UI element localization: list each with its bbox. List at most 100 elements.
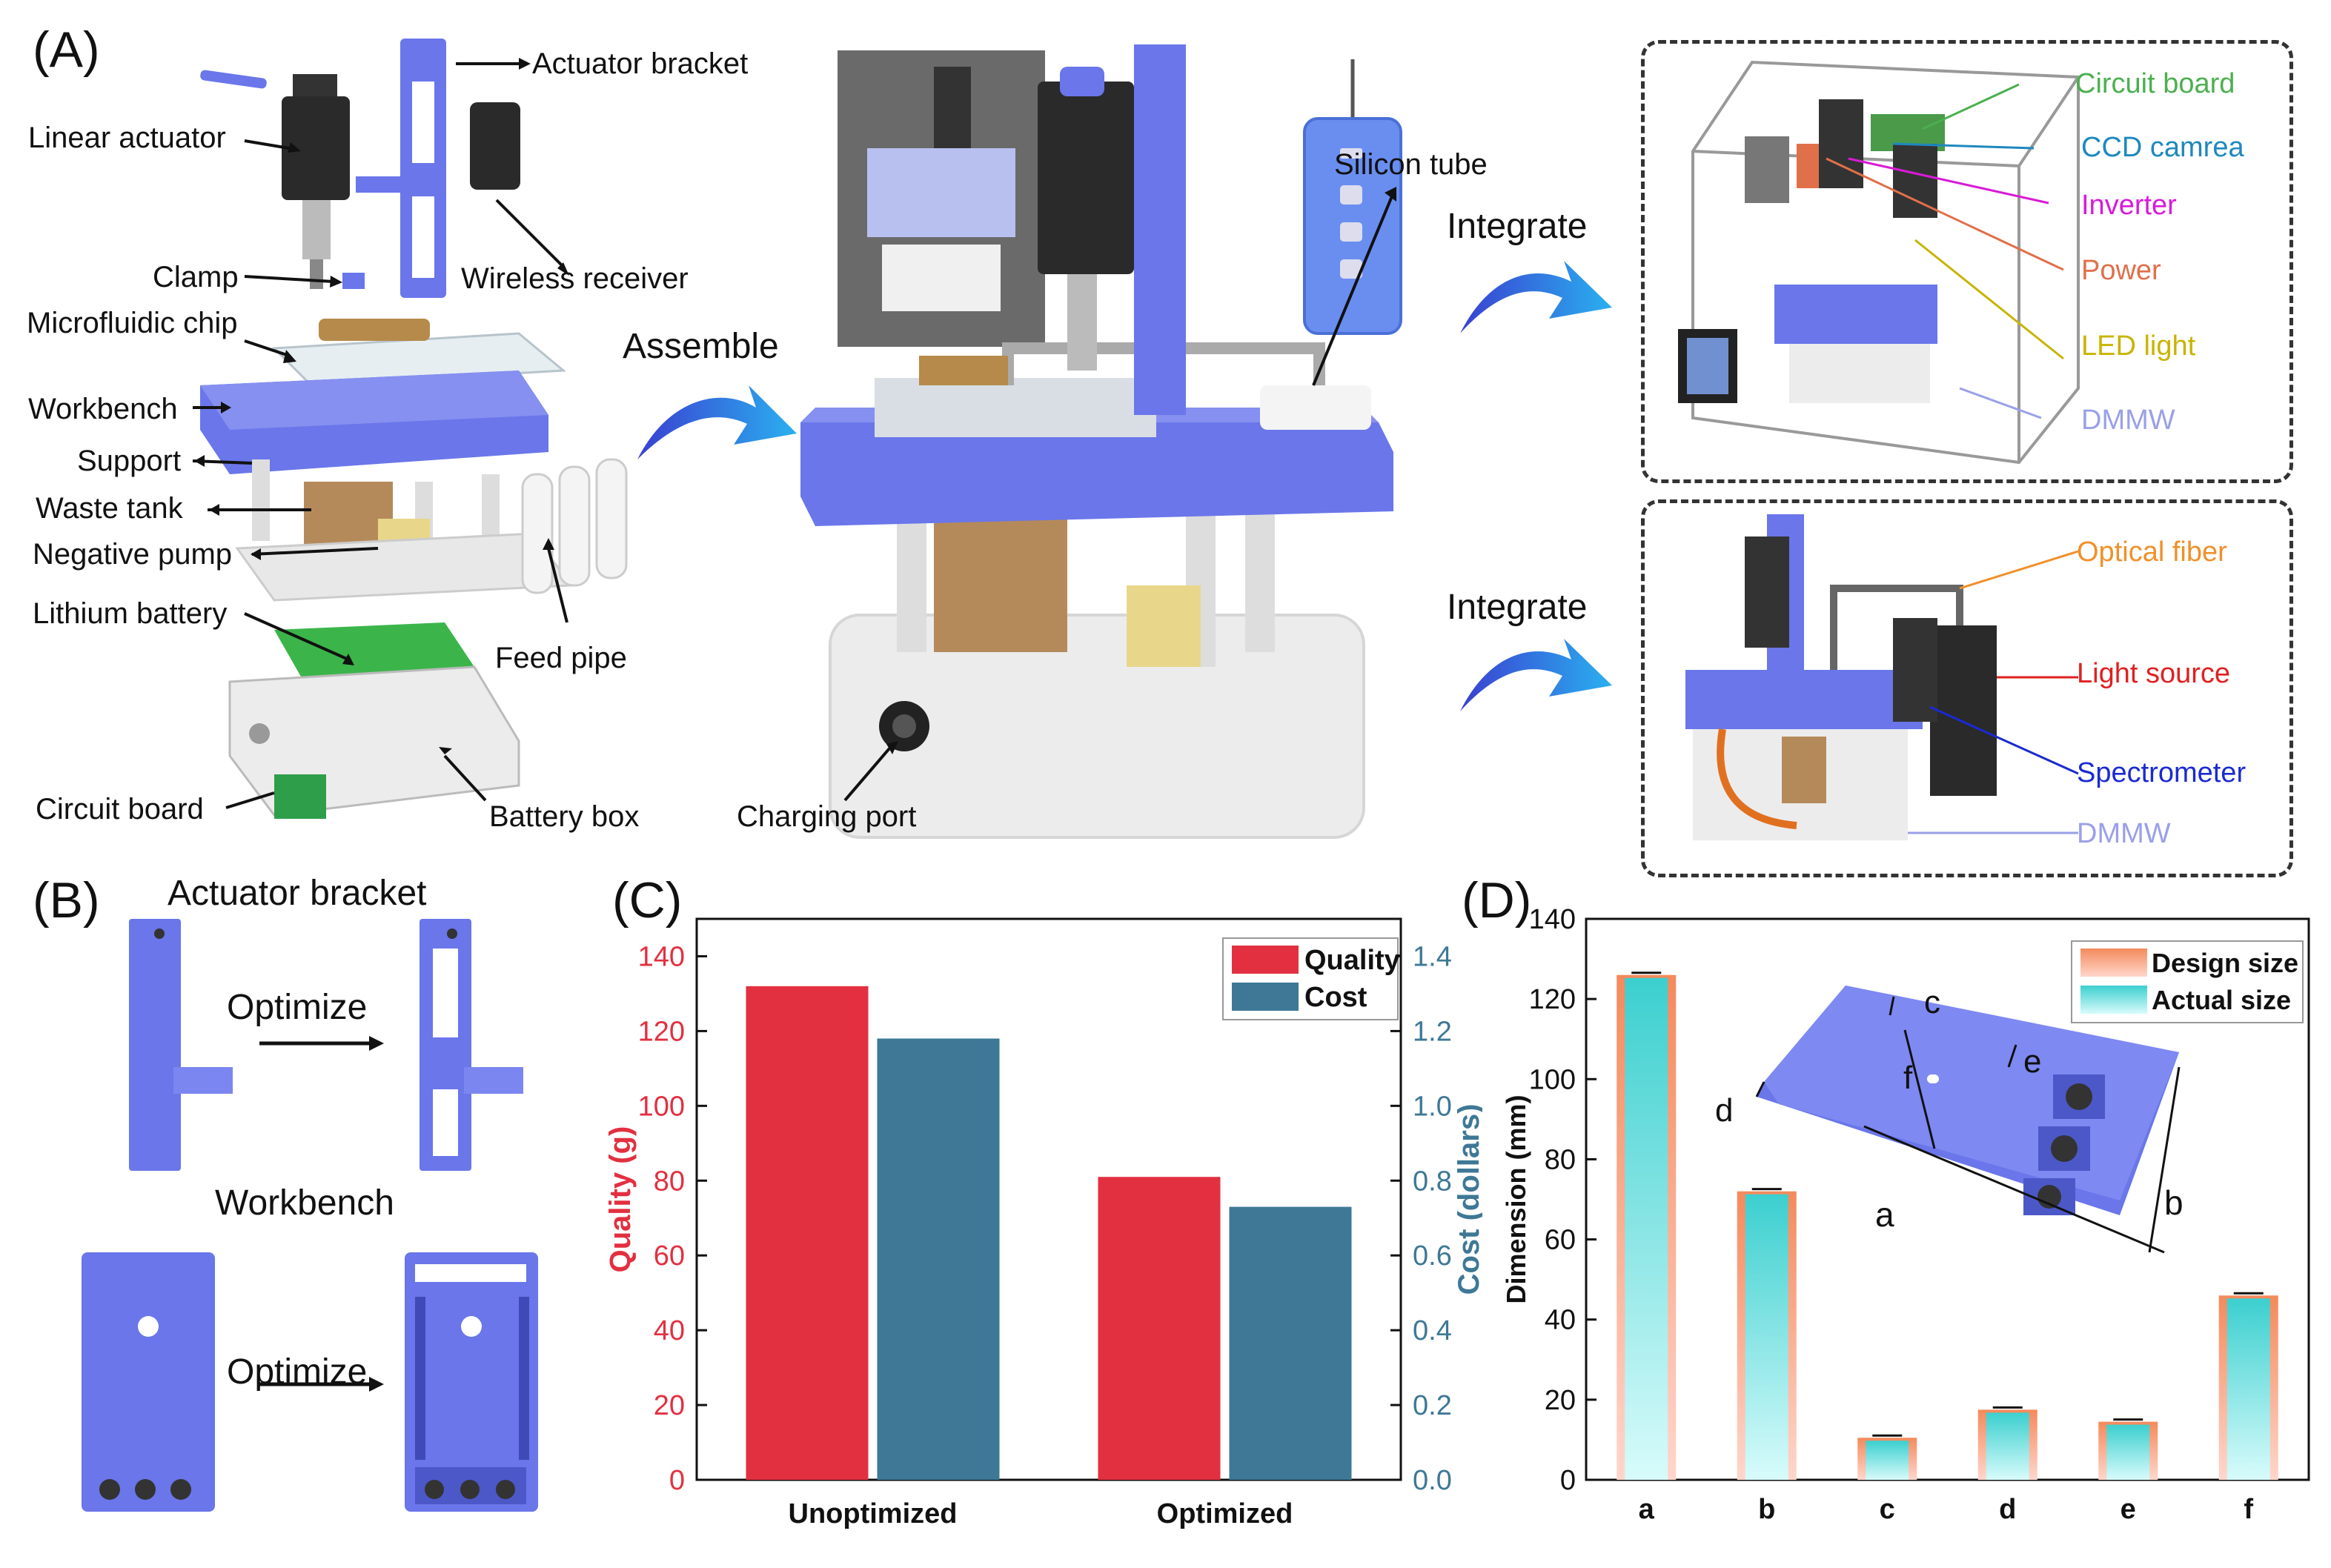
label-silicon-tube: Silicon tube [1334,148,1488,181]
chart-d-y-tick-label: 40 [1545,1305,1576,1336]
chart-c-x-tick-label: Optimized [1157,1498,1293,1529]
top-box-label-led-light: LED light [2081,330,2196,362]
chart-d-y-tick-label: 100 [1529,1064,1576,1095]
chart-d-ylabel: Dimension (mm) [1501,1094,1531,1303]
bottom-box-label-dmmw: DMMW [2077,818,2171,849]
chart-d-bar-actual [1625,977,1668,1480]
chart-c-right-tick-label: 0.6 [1413,1240,1452,1272]
chart-d-bar-actual [1986,1412,2029,1480]
chart-c-left-tick-label: 100 [638,1091,685,1122]
panel-b-title-actuator-bracket: Actuator bracket [168,874,427,913]
top-box-label-dmmw: DMMW [2081,405,2175,436]
chart-c-left-tick-label: 80 [654,1166,685,1197]
chart-d-x-tick-label: a [1639,1494,1655,1525]
label-waste-tank: Waste tank [36,492,183,525]
exploded-leader-lines [192,58,569,809]
chart-c-bar-quality [1098,1177,1221,1480]
label-support: Support [77,445,182,477]
top-box-label-power: Power [2081,255,2161,286]
exploded-view-illustration [200,39,628,819]
top-box-label-inverter: Inverter [2081,190,2177,221]
integration-box-bottom [1641,499,2293,877]
inset-label-b: b [2164,1183,2184,1222]
panel-d-letter: (D) [1462,872,1532,928]
chart-c-left-tick-label: 120 [638,1016,685,1047]
chart-c-frame [695,917,1402,1481]
chart-d-y-tick-label: 20 [1545,1385,1576,1416]
chart-d-bar-actual [2106,1424,2150,1480]
chart-c-legend-swatch [1232,946,1299,974]
top-box-label-circuit-board: Circuit board [2075,68,2235,99]
inset-label-a: a [1875,1195,1894,1234]
chart-c-right-tick-label: 1.4 [1413,941,1452,972]
inset-label-c: c [1924,984,1940,1020]
chart-c-left-tick-label: 40 [654,1315,685,1346]
integration-bottom-illustration [1685,514,2079,840]
chart-c-left-tick-label: 0 [669,1465,685,1496]
chart-d-x-tick-label: f [2244,1494,2253,1525]
integration-box-top [1641,40,2293,483]
chart-c-legend-label: Cost [1304,982,1367,1013]
chart-d-legend-swatch [2080,949,2147,977]
chart-d-legend-label: Actual size [2152,985,2291,1015]
label-workbench: Workbench [28,393,178,425]
label-linear-actuator: Linear actuator [28,122,226,154]
top-box-label-ccd-camera: CCD camrea [2081,132,2244,163]
chart-d-bar-actual [1866,1441,1909,1480]
panel-a-letter: (A) [33,21,100,78]
integration-top-illustration [1678,60,2080,465]
chart-d-x-tick-label: d [1999,1494,2016,1525]
chart-c-x-tick-label: Unoptimized [789,1498,958,1529]
chart-c-legend-swatch [1232,983,1299,1011]
chart-c-left-tick-label: 60 [654,1240,685,1272]
panel-b-illustrations [82,919,538,1512]
chart-d-x-tick-label: b [1758,1494,1775,1525]
inset-label-f: f [1903,1060,1913,1096]
integrate-label-top: Integrate [1447,207,1588,246]
chart-d-x-tick-label: e [2121,1494,2136,1525]
inset-label-d: d [1715,1092,1734,1129]
chart-d-legend-label: Design size [2152,948,2298,978]
chart-d-legend-swatch [2080,986,2147,1014]
label-circuit-board: Circuit board [36,793,204,825]
assemble-arrow [637,385,797,459]
bottom-box-label-optical-fiber: Optical fiber [2077,536,2227,568]
label-battery-box: Battery box [489,800,640,833]
chart-d-bar-actual [1745,1194,1788,1480]
panel-b-title-workbench: Workbench [215,1183,394,1223]
panel-d-inset-workbench [1755,986,2181,1254]
chart-c-bar-cost [877,1038,1000,1480]
panel-b-optimize-top: Optimize [227,988,368,1027]
chart-c-quality-cost: 0204060801001201400.00.20.40.60.81.01.21… [604,917,1482,1529]
chart-c-legend-label: Quality [1304,945,1400,976]
assemble-label: Assemble [623,327,779,366]
label-clamp: Clamp [153,261,239,293]
panel-b-letter: (B) [33,872,100,928]
label-actuator-bracket: Actuator bracket [532,47,749,80]
bottom-box-label-light-source: Light source [2077,658,2231,689]
chart-c-right-tick-label: 1.2 [1413,1016,1452,1047]
integrate-arrow-top [1460,261,1612,333]
chart-c-right-tick-label: 1.0 [1413,1091,1452,1122]
chart-d-bar-actual [2226,1298,2270,1480]
label-wireless-receiver: Wireless receiver [461,262,689,295]
chart-c-bar-quality [746,986,869,1480]
chart-d-frame [1585,917,2310,1481]
chart-d-y-tick-label: 140 [1529,904,1576,935]
chart-c-right-tick-label: 0.4 [1413,1315,1452,1346]
chart-c-bar-cost [1229,1206,1352,1480]
chart-c-right-tick-label: 0.0 [1413,1465,1452,1496]
inset-label-e: e [2023,1043,2042,1080]
label-lithium-battery: Lithium battery [33,597,228,630]
integrate-label-bottom: Integrate [1447,588,1588,627]
label-feed-pipe: Feed pipe [495,642,627,674]
chart-c-ylabel-right: Cost (dollars) [1453,1104,1482,1295]
chart-d-y-tick-label: 80 [1545,1144,1576,1175]
chart-d-y-tick-label: 120 [1529,984,1576,1015]
panel-c-letter: (C) [612,872,683,928]
bottom-box-label-spectrometer: Spectrometer [2077,757,2247,788]
chart-c-left-tick-label: 140 [638,941,685,972]
label-charging-port: Charging port [737,800,917,833]
